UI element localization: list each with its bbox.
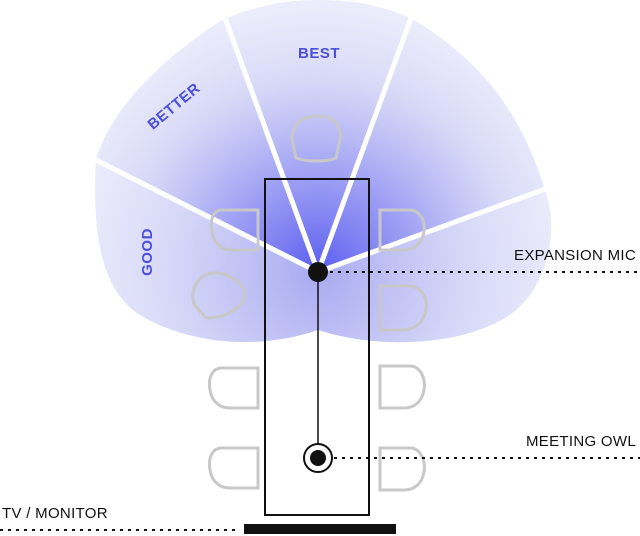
zone-dividers — [94, 9, 549, 275]
callout-lines — [0, 271, 640, 531]
chair-left-4 — [208, 446, 260, 490]
zone-label-best: BEST — [298, 45, 340, 62]
coverage-zone-shape — [95, 160, 552, 343]
chair-left-1 — [209, 208, 260, 252]
table — [264, 178, 370, 516]
chair-top — [290, 114, 342, 163]
tv-monitor-bar — [244, 524, 396, 534]
label-meeting-owl: MEETING OWL — [526, 433, 636, 450]
chair-right-4 — [378, 446, 426, 492]
label-expansion-mic: EXPANSION MIC — [514, 247, 636, 264]
chair-right-3 — [378, 364, 426, 410]
chair-left-3 — [208, 366, 260, 410]
chairs — [191, 114, 428, 492]
chair-left-2 — [191, 271, 246, 320]
label-tv-monitor: TV / MONITOR — [2, 505, 108, 522]
chair-right-1 — [378, 208, 426, 252]
expansion-mic-dot — [308, 262, 328, 282]
zone-label-good: GOOD — [139, 228, 156, 276]
chair-right-2 — [378, 284, 428, 332]
meeting-owl-dot — [310, 450, 326, 466]
coverage-zone-upper — [96, 0, 545, 272]
